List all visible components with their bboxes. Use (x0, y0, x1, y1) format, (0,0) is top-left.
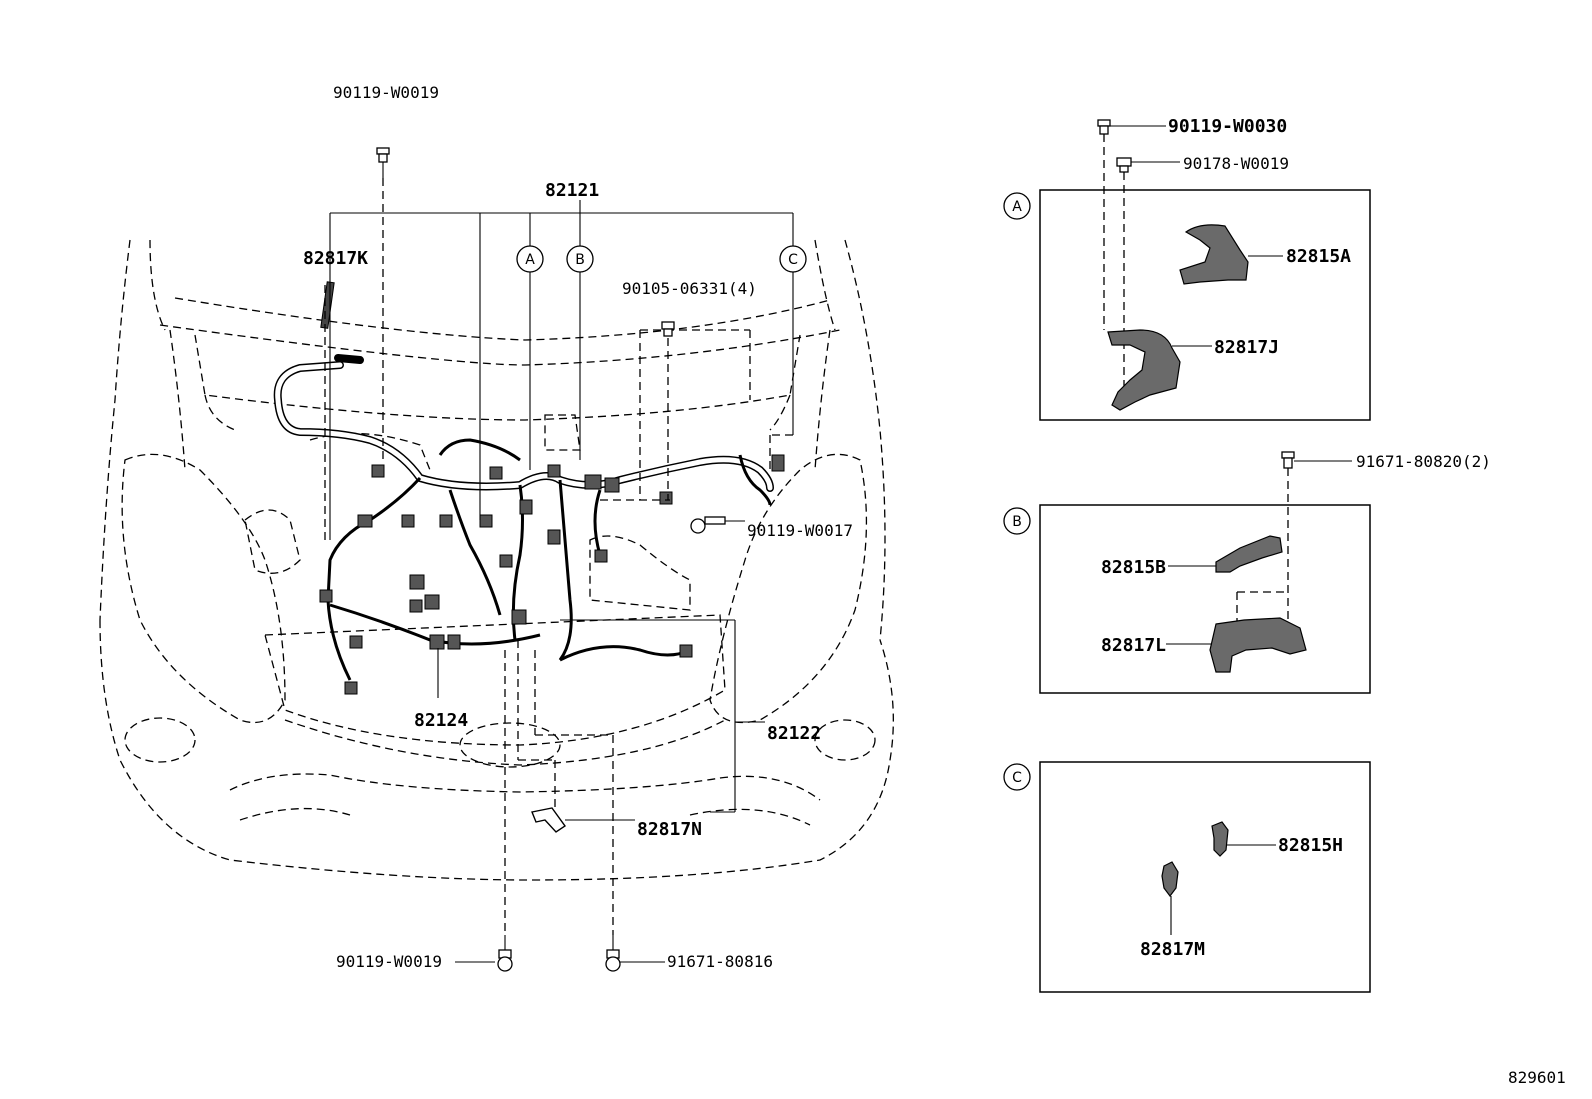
label-bolt-bottom-right: 91671-80816 (667, 952, 773, 971)
detail-b-cover-part (1215, 535, 1283, 573)
label-clamp-k: 82817K (303, 248, 368, 269)
label-bolt-cluster: 90105-06331(4) (622, 279, 757, 298)
svg-text:B: B (575, 252, 585, 268)
marker-c-main: C (779, 245, 807, 273)
bolt-bottom-right-icon (605, 935, 621, 972)
detail-c-clamp-part (1161, 861, 1179, 897)
clamp-82817k-part (320, 281, 335, 329)
label-bolt-mid: 90119-W0017 (747, 521, 853, 540)
detail-a-nut-icon (1116, 157, 1180, 400)
detail-c-label-clamp: 82817M (1140, 939, 1205, 960)
detail-a-bolt-icon (1097, 119, 1166, 330)
detail-a-clamp-part (1107, 329, 1181, 411)
car-outline (99, 239, 894, 881)
clamp-82817n-part (531, 807, 566, 833)
svg-text:A: A (525, 252, 535, 268)
label-bolt-bottom-left: 90119-W0019 (336, 952, 442, 971)
bolt-cluster-icon (661, 321, 675, 337)
detail-a-label-nut: 90178-W0019 (1183, 154, 1289, 173)
detail-b-label-bolt: 91671-80820(2) (1356, 452, 1491, 471)
bolt-mid-icon (690, 516, 726, 534)
harness-main (273, 354, 785, 695)
detail-b-clamp-part (1209, 617, 1307, 673)
bolt-bottom-left-icon (497, 935, 513, 972)
detail-a-label-clamp: 82817J (1214, 337, 1279, 358)
label-harness-front: 82122 (767, 723, 821, 744)
svg-text:C: C (788, 252, 798, 268)
detail-a-box: A 90119-W0030 90178-W0019 82815A 82817J (1003, 116, 1371, 421)
detail-a-label-bolt: 90119-W0030 (1168, 116, 1287, 137)
detail-b-box: B 91671-80820(2) 82815B 82817L (1003, 451, 1491, 694)
label-harness-sub: 82124 (414, 710, 468, 731)
label-bolt-top: 90119-W0019 (333, 83, 439, 102)
detail-c-label-cover: 82815H (1278, 835, 1343, 856)
label-clamp-n: 82817N (637, 819, 702, 840)
detail-c-box: C 82815H 82817M (1003, 761, 1371, 993)
detail-b-label-cover: 82815B (1101, 557, 1166, 578)
detail-c-cover-part (1211, 821, 1229, 857)
detail-a-cover-part (1179, 224, 1249, 285)
leader-lines (324, 178, 794, 963)
bolt-top-icon (376, 147, 390, 178)
svg-text:C: C (1012, 770, 1022, 786)
label-main-harness: 82121 (545, 180, 599, 201)
svg-text:B: B (1012, 514, 1022, 530)
detail-a-label-cover: 82815A (1286, 246, 1351, 267)
svg-text:A: A (1012, 199, 1022, 215)
detail-b-bolt-icon (1236, 451, 1352, 640)
marker-b-main: B (566, 245, 594, 273)
detail-b-label-clamp: 82817L (1101, 635, 1166, 656)
marker-a-main: A (516, 245, 544, 273)
diagram-number: 829601 (1508, 1068, 1566, 1087)
